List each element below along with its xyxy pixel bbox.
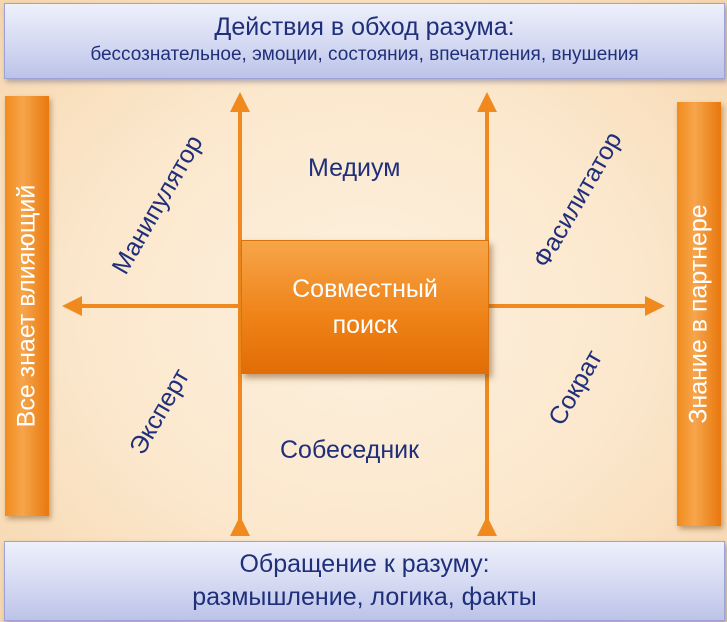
- center-box: Совместный поиск: [241, 240, 489, 374]
- right-sidebar: Знание в партнере: [677, 102, 721, 526]
- left-sidebar: Все знает влияющий: [5, 96, 49, 516]
- bottom-banner-subtitle: размышление, логика, факты: [192, 583, 537, 611]
- center-line-1: Совместный: [292, 275, 438, 303]
- top-banner-subtitle: бессознательное, эмоции, состояния, впеч…: [90, 44, 639, 65]
- top-banner-title: Действия в обход разума:: [214, 13, 515, 41]
- top-banner: Действия в обход разума: бессознательное…: [4, 3, 725, 79]
- bottom-banner: Обращение к разуму: размышление, логика,…: [4, 541, 725, 621]
- center-line-2: поиск: [332, 311, 398, 339]
- bottom-banner-title: Обращение к разуму:: [239, 550, 490, 578]
- label-interlocutor: Собеседник: [280, 436, 420, 464]
- label-medium: Медиум: [308, 154, 401, 182]
